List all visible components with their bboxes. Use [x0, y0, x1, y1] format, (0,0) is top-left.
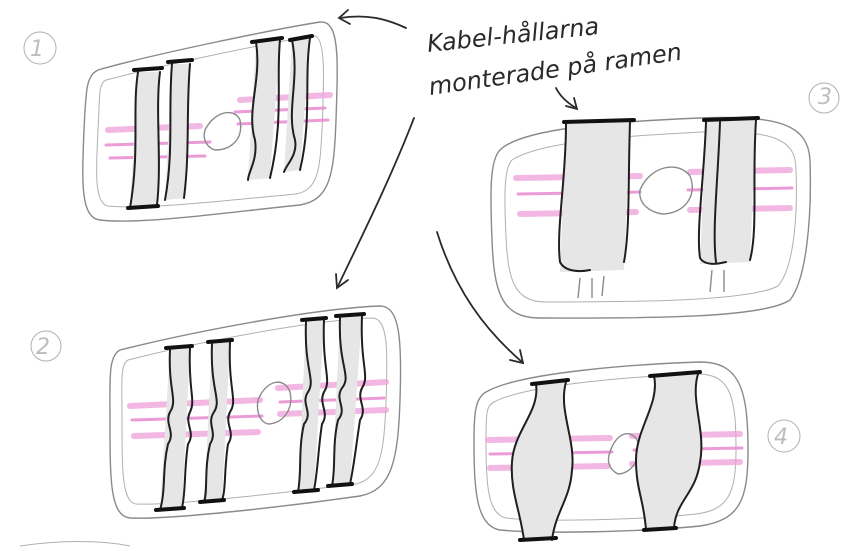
annotation-line-1: Kabel-hållarna: [426, 11, 601, 58]
cable-holder-8: [200, 340, 233, 502]
arrow-to-panel-4: [437, 232, 522, 362]
panel-number-3: 3: [818, 85, 832, 110]
panel-number-2: 2: [36, 335, 50, 360]
frame-outer-3: [491, 117, 810, 318]
cable-holder-4: [284, 36, 312, 172]
arrow-to-panel-2: [338, 118, 414, 286]
panel-2: 2: [31, 306, 401, 518]
connector-4: [608, 434, 638, 474]
cable-holder-2: [165, 60, 192, 200]
arrow-to-panel-1: [340, 16, 406, 28]
cable-holder-1: [128, 68, 162, 208]
annotation-label: Kabel-hållarna monterade på ramen: [426, 11, 684, 101]
panel-1: 1: [24, 22, 337, 221]
cable-holder-11: [512, 380, 573, 540]
connector-3: [640, 167, 692, 214]
cable-holder-12: [636, 372, 701, 530]
panel-4: 4: [474, 362, 800, 540]
cable-holder-7: [156, 346, 192, 510]
bottom-scribble: [20, 542, 130, 547]
arrow-to-panel-3: [556, 88, 576, 108]
panel-number-1: 1: [30, 37, 44, 62]
cable-holder-6: [699, 118, 758, 292]
panel-number-4: 4: [774, 425, 788, 450]
connector-1: [204, 113, 240, 150]
cable-holder-5: [559, 120, 634, 298]
panel-3: 3: [491, 83, 839, 318]
cable-holder-9: [294, 318, 327, 492]
